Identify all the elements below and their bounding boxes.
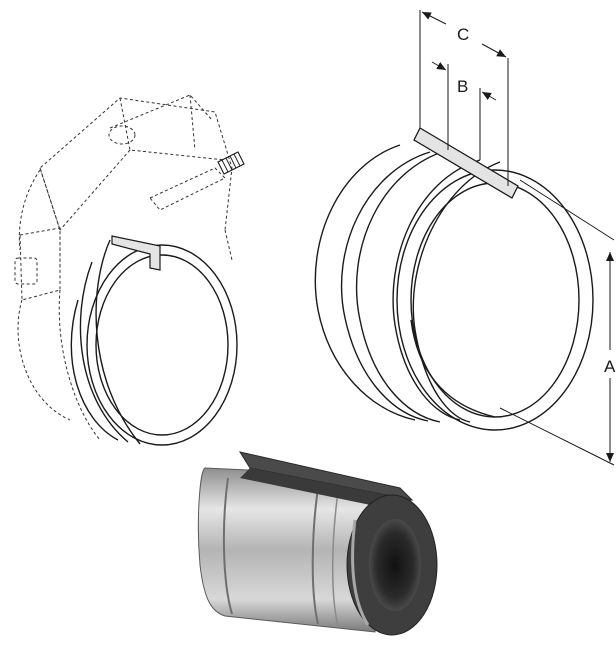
dimension-a: A: [499, 179, 616, 466]
insulated-shield-photo: [197, 451, 438, 636]
shield-front-ring: [396, 169, 594, 431]
clevis-hanger-outline: [14, 94, 233, 441]
dimension-b-label: B: [457, 77, 468, 96]
shield-inner-surface: [410, 182, 580, 418]
dimension-c-label: C: [457, 25, 469, 44]
hanger-assembly-drawing: [14, 94, 245, 446]
pipe-shield-small: [70, 235, 238, 446]
dimension-b: B: [431, 61, 497, 160]
threaded-stud-icon: [217, 151, 245, 175]
dimension-c: C: [419, 10, 509, 186]
shield-insert-bar: [413, 127, 519, 199]
bore-hole-icon: [369, 519, 421, 611]
dimension-a-label: A: [604, 357, 616, 376]
pipe-shield-dimensioned: C B A: [314, 10, 616, 466]
